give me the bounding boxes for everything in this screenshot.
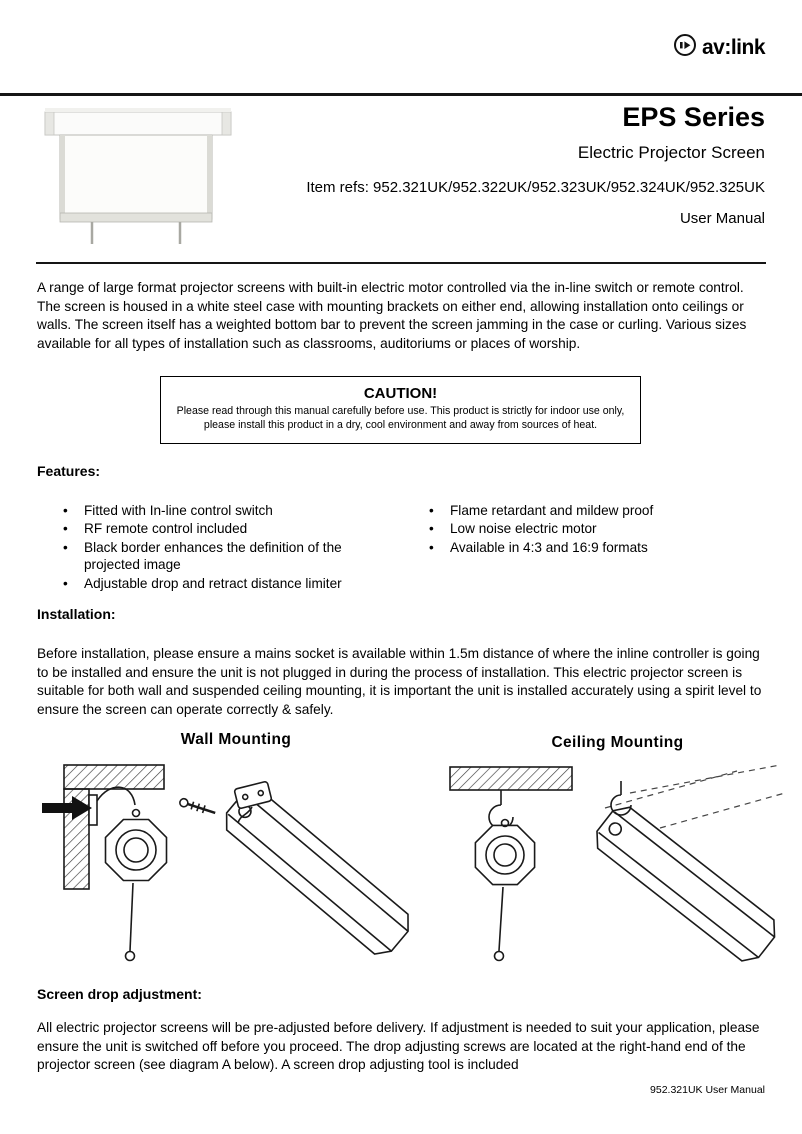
brand-logo: av:link bbox=[673, 33, 766, 62]
page-title: EPS Series bbox=[622, 102, 765, 132]
feature-item: Black border enhances the definition of … bbox=[58, 539, 388, 575]
feature-item: Adjustable drop and retract distance lim… bbox=[58, 575, 388, 593]
ceiling-mounting-diagram bbox=[445, 753, 790, 983]
caution-box: CAUTION! Please read through this manual… bbox=[160, 376, 641, 444]
footer-text: 952.321UK User Manual bbox=[650, 1084, 765, 1096]
intro-paragraph: A range of large format projector screen… bbox=[37, 280, 747, 351]
caution-body: Please read through this manual carefull… bbox=[176, 405, 625, 431]
feature-item: Fitted with In-line control switch bbox=[58, 502, 388, 520]
item-refs: Item refs: 952.321UK/952.322UK/952.323UK… bbox=[306, 179, 765, 196]
feature-item: Available in 4:3 and 16:9 formats bbox=[424, 539, 724, 557]
avlink-logo-icon bbox=[673, 33, 697, 62]
product-subtitle: Electric Projector Screen bbox=[577, 143, 765, 162]
ceiling-mounting-title: Ceiling Mounting bbox=[551, 734, 684, 751]
feature-item: Flame retardant and mildew proof bbox=[424, 502, 724, 520]
features-list: Fitted with In-line control switch RF re… bbox=[37, 502, 766, 593]
header-rule bbox=[0, 93, 802, 96]
screen-drop-heading: Screen drop adjustment: bbox=[37, 986, 202, 1002]
features-left-column: Fitted with In-line control switch RF re… bbox=[58, 502, 388, 593]
title-block: EPS Series Electric Projector Screen Ite… bbox=[306, 102, 765, 227]
caution-title: CAUTION! bbox=[363, 385, 438, 402]
wall-mounting-title: Wall Mounting bbox=[180, 731, 292, 748]
feature-item: RF remote control included bbox=[58, 520, 388, 538]
section-rule bbox=[36, 262, 766, 264]
features-heading: Features: bbox=[37, 463, 101, 479]
document-type: User Manual bbox=[679, 210, 765, 227]
screen-drop-paragraph: All electric projector screens will be p… bbox=[37, 1020, 760, 1072]
features-right-column: Flame retardant and mildew proof Low noi… bbox=[424, 502, 724, 593]
installation-heading: Installation: bbox=[37, 606, 116, 622]
wall-mounting-diagram bbox=[40, 753, 432, 981]
brand-name: av:link bbox=[701, 35, 766, 59]
product-image bbox=[40, 103, 236, 255]
installation-paragraph: Before installation, please ensure a mai… bbox=[37, 646, 762, 717]
feature-item: Low noise electric motor bbox=[424, 520, 724, 538]
